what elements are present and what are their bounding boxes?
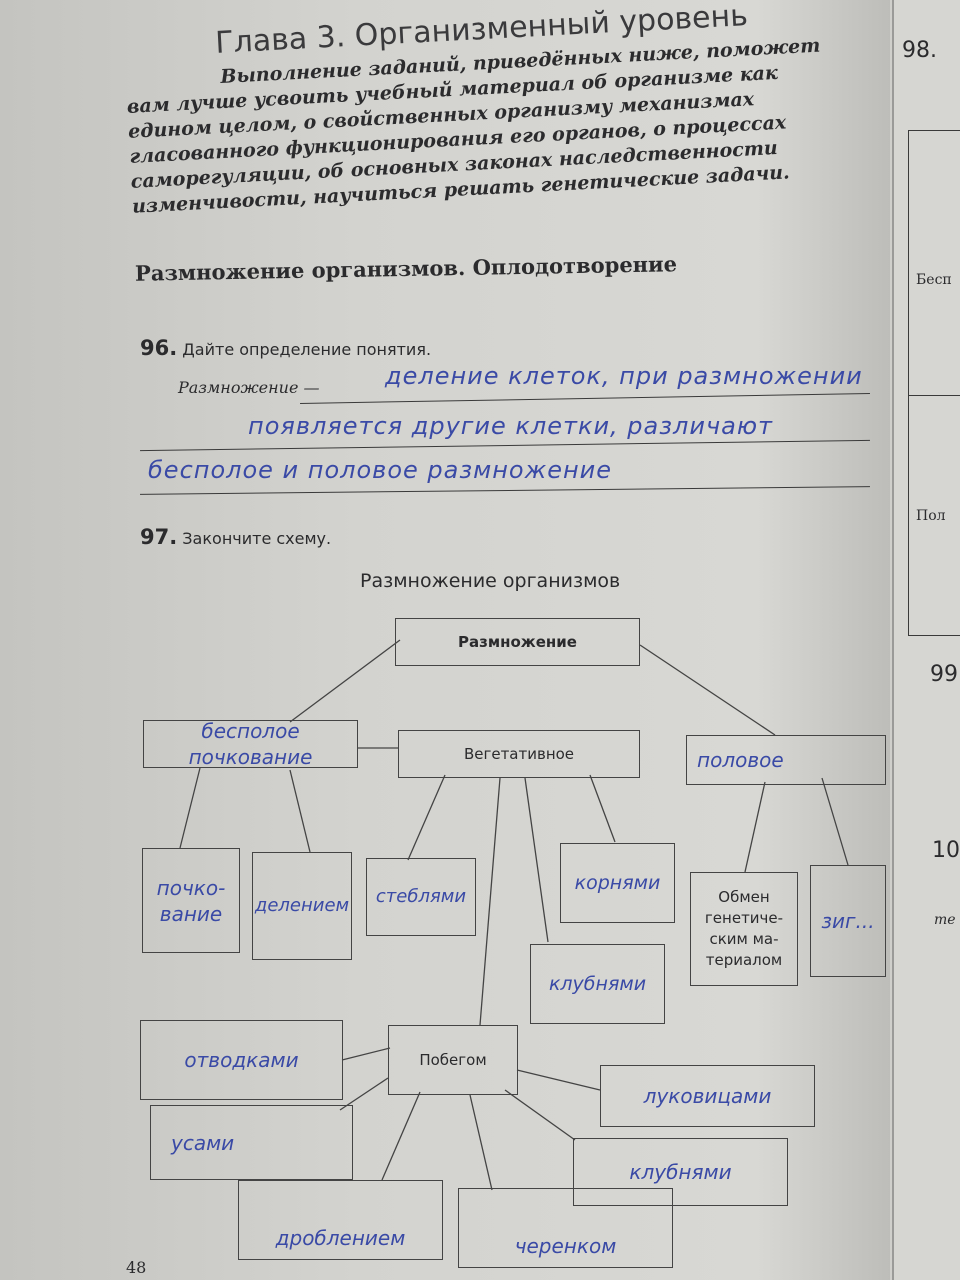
- text-fragment: те: [934, 912, 956, 928]
- handwritten-answer: деление клеток, при размножении: [385, 362, 863, 390]
- task-number: 96.: [140, 336, 178, 360]
- scheme-sexual: половое: [686, 735, 886, 785]
- scheme-box: зиг...: [810, 865, 886, 977]
- task-number: 99: [930, 662, 958, 687]
- scheme-box: отводками: [140, 1020, 343, 1100]
- task-97: 97. Закончите схему.: [140, 525, 331, 549]
- handwritten-answer: бесполое и половое размножение: [148, 456, 613, 484]
- term-label: Размножение —: [178, 378, 320, 397]
- table-line: [908, 395, 960, 396]
- task-prompt: Дайте определение понятия.: [182, 340, 432, 359]
- scheme-root: Размножение: [395, 618, 640, 666]
- scheme-box: стеблями: [366, 858, 476, 936]
- scheme-box: дроблением: [238, 1180, 443, 1260]
- scheme-box: почко-вание: [142, 848, 240, 953]
- page-number: 48: [126, 1258, 147, 1277]
- textbook-page: Глава 3. Организменный уровень Выполнени…: [0, 0, 890, 1280]
- scheme-asexual: бесполое почкование: [143, 719, 358, 769]
- facing-page: 98. Бесп Пол 99 10 те: [892, 0, 960, 1280]
- task-96: 96. Дайте определение понятия.: [140, 336, 431, 360]
- scheme-shoot: Побегом: [388, 1025, 518, 1095]
- handwritten-answer: появляется другие клетки, различают: [248, 412, 774, 440]
- table-line: [908, 635, 960, 636]
- scheme-box: корнями: [560, 843, 675, 923]
- scheme-box: усами: [150, 1105, 353, 1180]
- scheme-vegetative: Вегетативное: [398, 730, 640, 778]
- table-line: [908, 130, 909, 635]
- task-number: 10: [932, 838, 960, 863]
- scheme-box: клубнями: [573, 1138, 788, 1206]
- scheme-connectors: [179, 639, 849, 1191]
- scheme-title: Размножение организмов: [360, 570, 621, 592]
- scheme-box: Обмен генетиче-ским ма-териалом: [690, 872, 798, 986]
- row-label: Бесп: [916, 272, 952, 288]
- row-label: Пол: [916, 508, 946, 524]
- scheme-box: клубнями: [530, 944, 665, 1024]
- scheme-box: черенком: [458, 1188, 673, 1268]
- task-prompt: Закончите схему.: [182, 529, 332, 548]
- task-number: 98.: [902, 38, 937, 63]
- scheme-box: луковицами: [600, 1065, 815, 1127]
- task-number: 97.: [140, 525, 178, 549]
- scheme-box: делением: [252, 852, 352, 960]
- table-line: [908, 130, 960, 131]
